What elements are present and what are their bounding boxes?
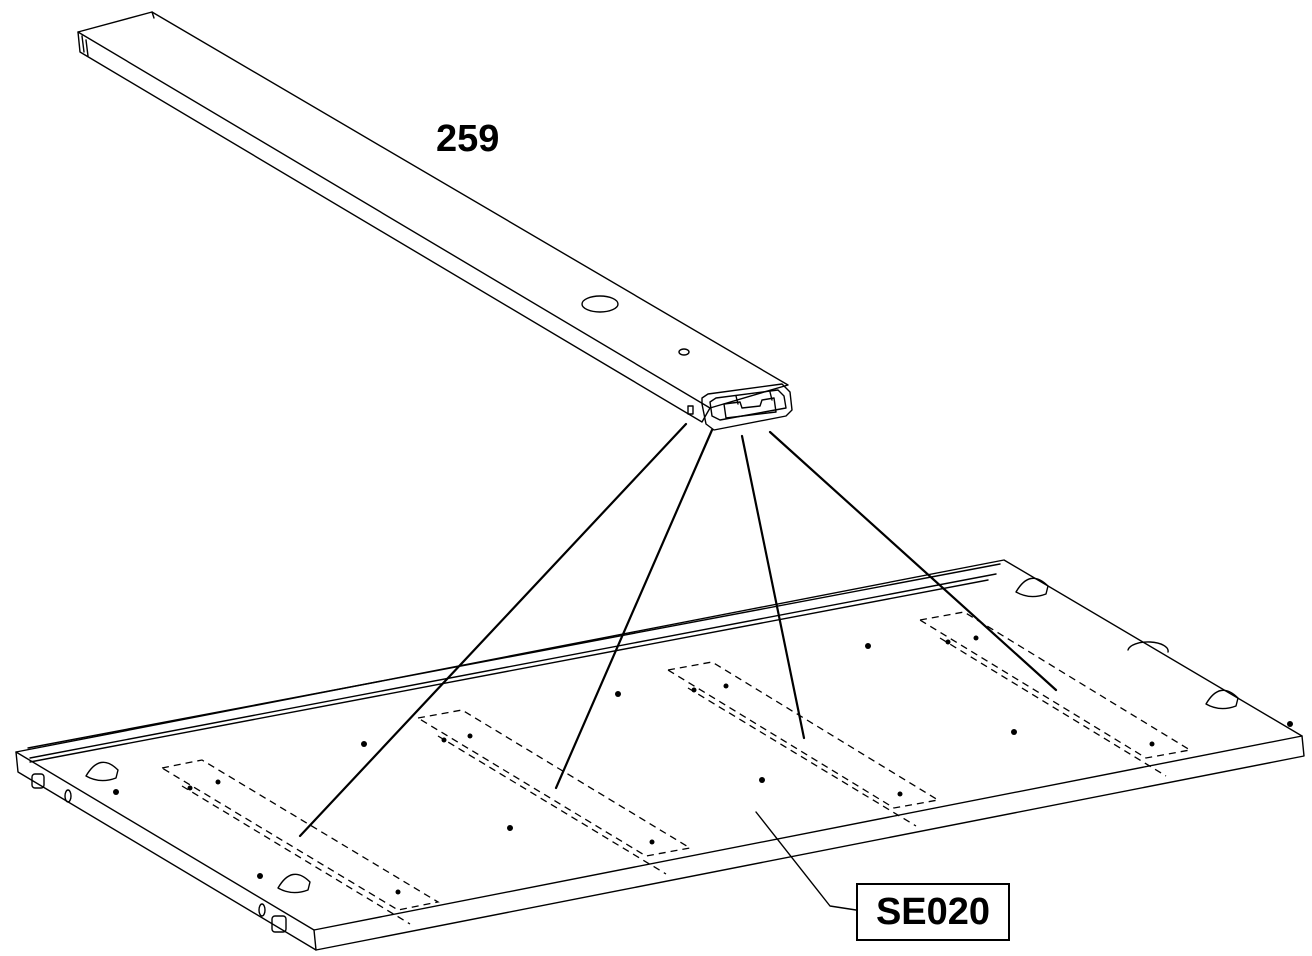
panel-leader — [755, 811, 857, 911]
rail-hole — [581, 295, 619, 313]
panel-notch — [1127, 641, 1169, 653]
rail-end-profile — [701, 383, 793, 431]
panel-holes — [113, 635, 1155, 895]
dome-knobs — [85, 577, 1239, 894]
side-pegs — [31, 721, 1293, 933]
panel-part-number: SE020 — [856, 883, 1010, 941]
panel-se020 — [15, 559, 1305, 951]
knob-3 — [1015, 577, 1049, 598]
rail-259 — [77, 11, 793, 431]
knob-1 — [85, 761, 119, 782]
leader-lines — [298, 422, 1058, 838]
rail-part-number: 259 — [436, 118, 500, 160]
rail-small-hole — [678, 348, 690, 356]
slot-regions — [160, 611, 1192, 925]
knob-2 — [277, 873, 311, 894]
knob-4 — [1205, 689, 1239, 710]
